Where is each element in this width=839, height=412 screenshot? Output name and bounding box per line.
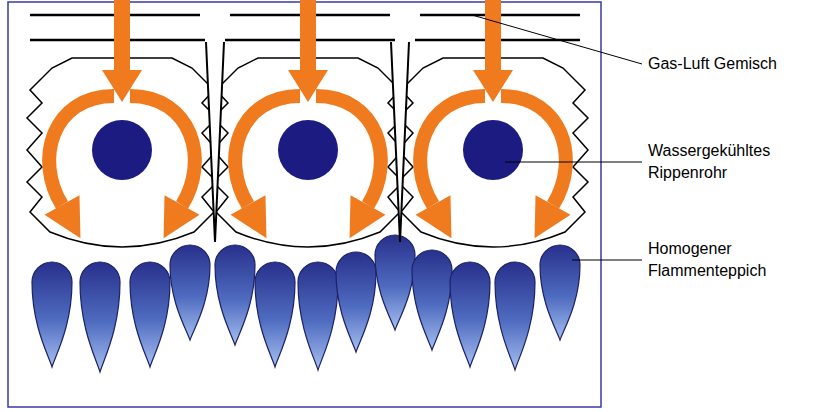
flame [255,262,295,367]
curved-arrow [501,96,566,205]
flame [412,250,452,350]
flame [130,262,170,367]
curved-arrow [420,96,485,205]
arrow-head [231,195,267,238]
leader-line [472,15,642,64]
part-label: Homogener Flammenteppich [648,238,823,281]
flame [170,245,210,340]
separator [391,42,409,242]
down-arrow [473,0,513,102]
flame [495,262,535,370]
label-text: Homogener Flammenteppich [648,240,766,279]
flame [336,252,376,352]
down-arrow [102,0,142,102]
flame [375,235,415,330]
leader-line [505,162,642,163]
part-label: Gas-Luft Gemisch [648,53,823,75]
flame [298,262,338,370]
label-text: Wassergekühltes Rippenrohr [648,142,770,181]
label-text: Gas-Luft Gemisch [648,55,777,72]
arrow-head [416,195,452,238]
arrow-head [350,195,386,238]
arrow-head [45,195,81,238]
curved-arrow [130,96,195,205]
arrow-head [164,195,200,238]
flame [32,262,72,367]
flame-carpet [32,235,580,372]
separator [206,42,224,242]
flame [540,245,580,340]
flame [80,262,120,372]
flame [215,245,255,345]
down-arrow [288,0,328,102]
flow-arrows [45,0,571,238]
curved-arrow [235,96,300,205]
curved-arrow [49,96,114,205]
leader-line [572,260,642,261]
arrow-head [535,195,571,238]
curved-arrow [316,96,381,205]
water-tube [278,120,338,180]
flame [450,262,490,367]
water-tube [463,120,523,180]
leader-lines [472,15,642,260]
water-tube [92,120,152,180]
part-label: Wassergekühltes Rippenrohr [648,140,823,183]
